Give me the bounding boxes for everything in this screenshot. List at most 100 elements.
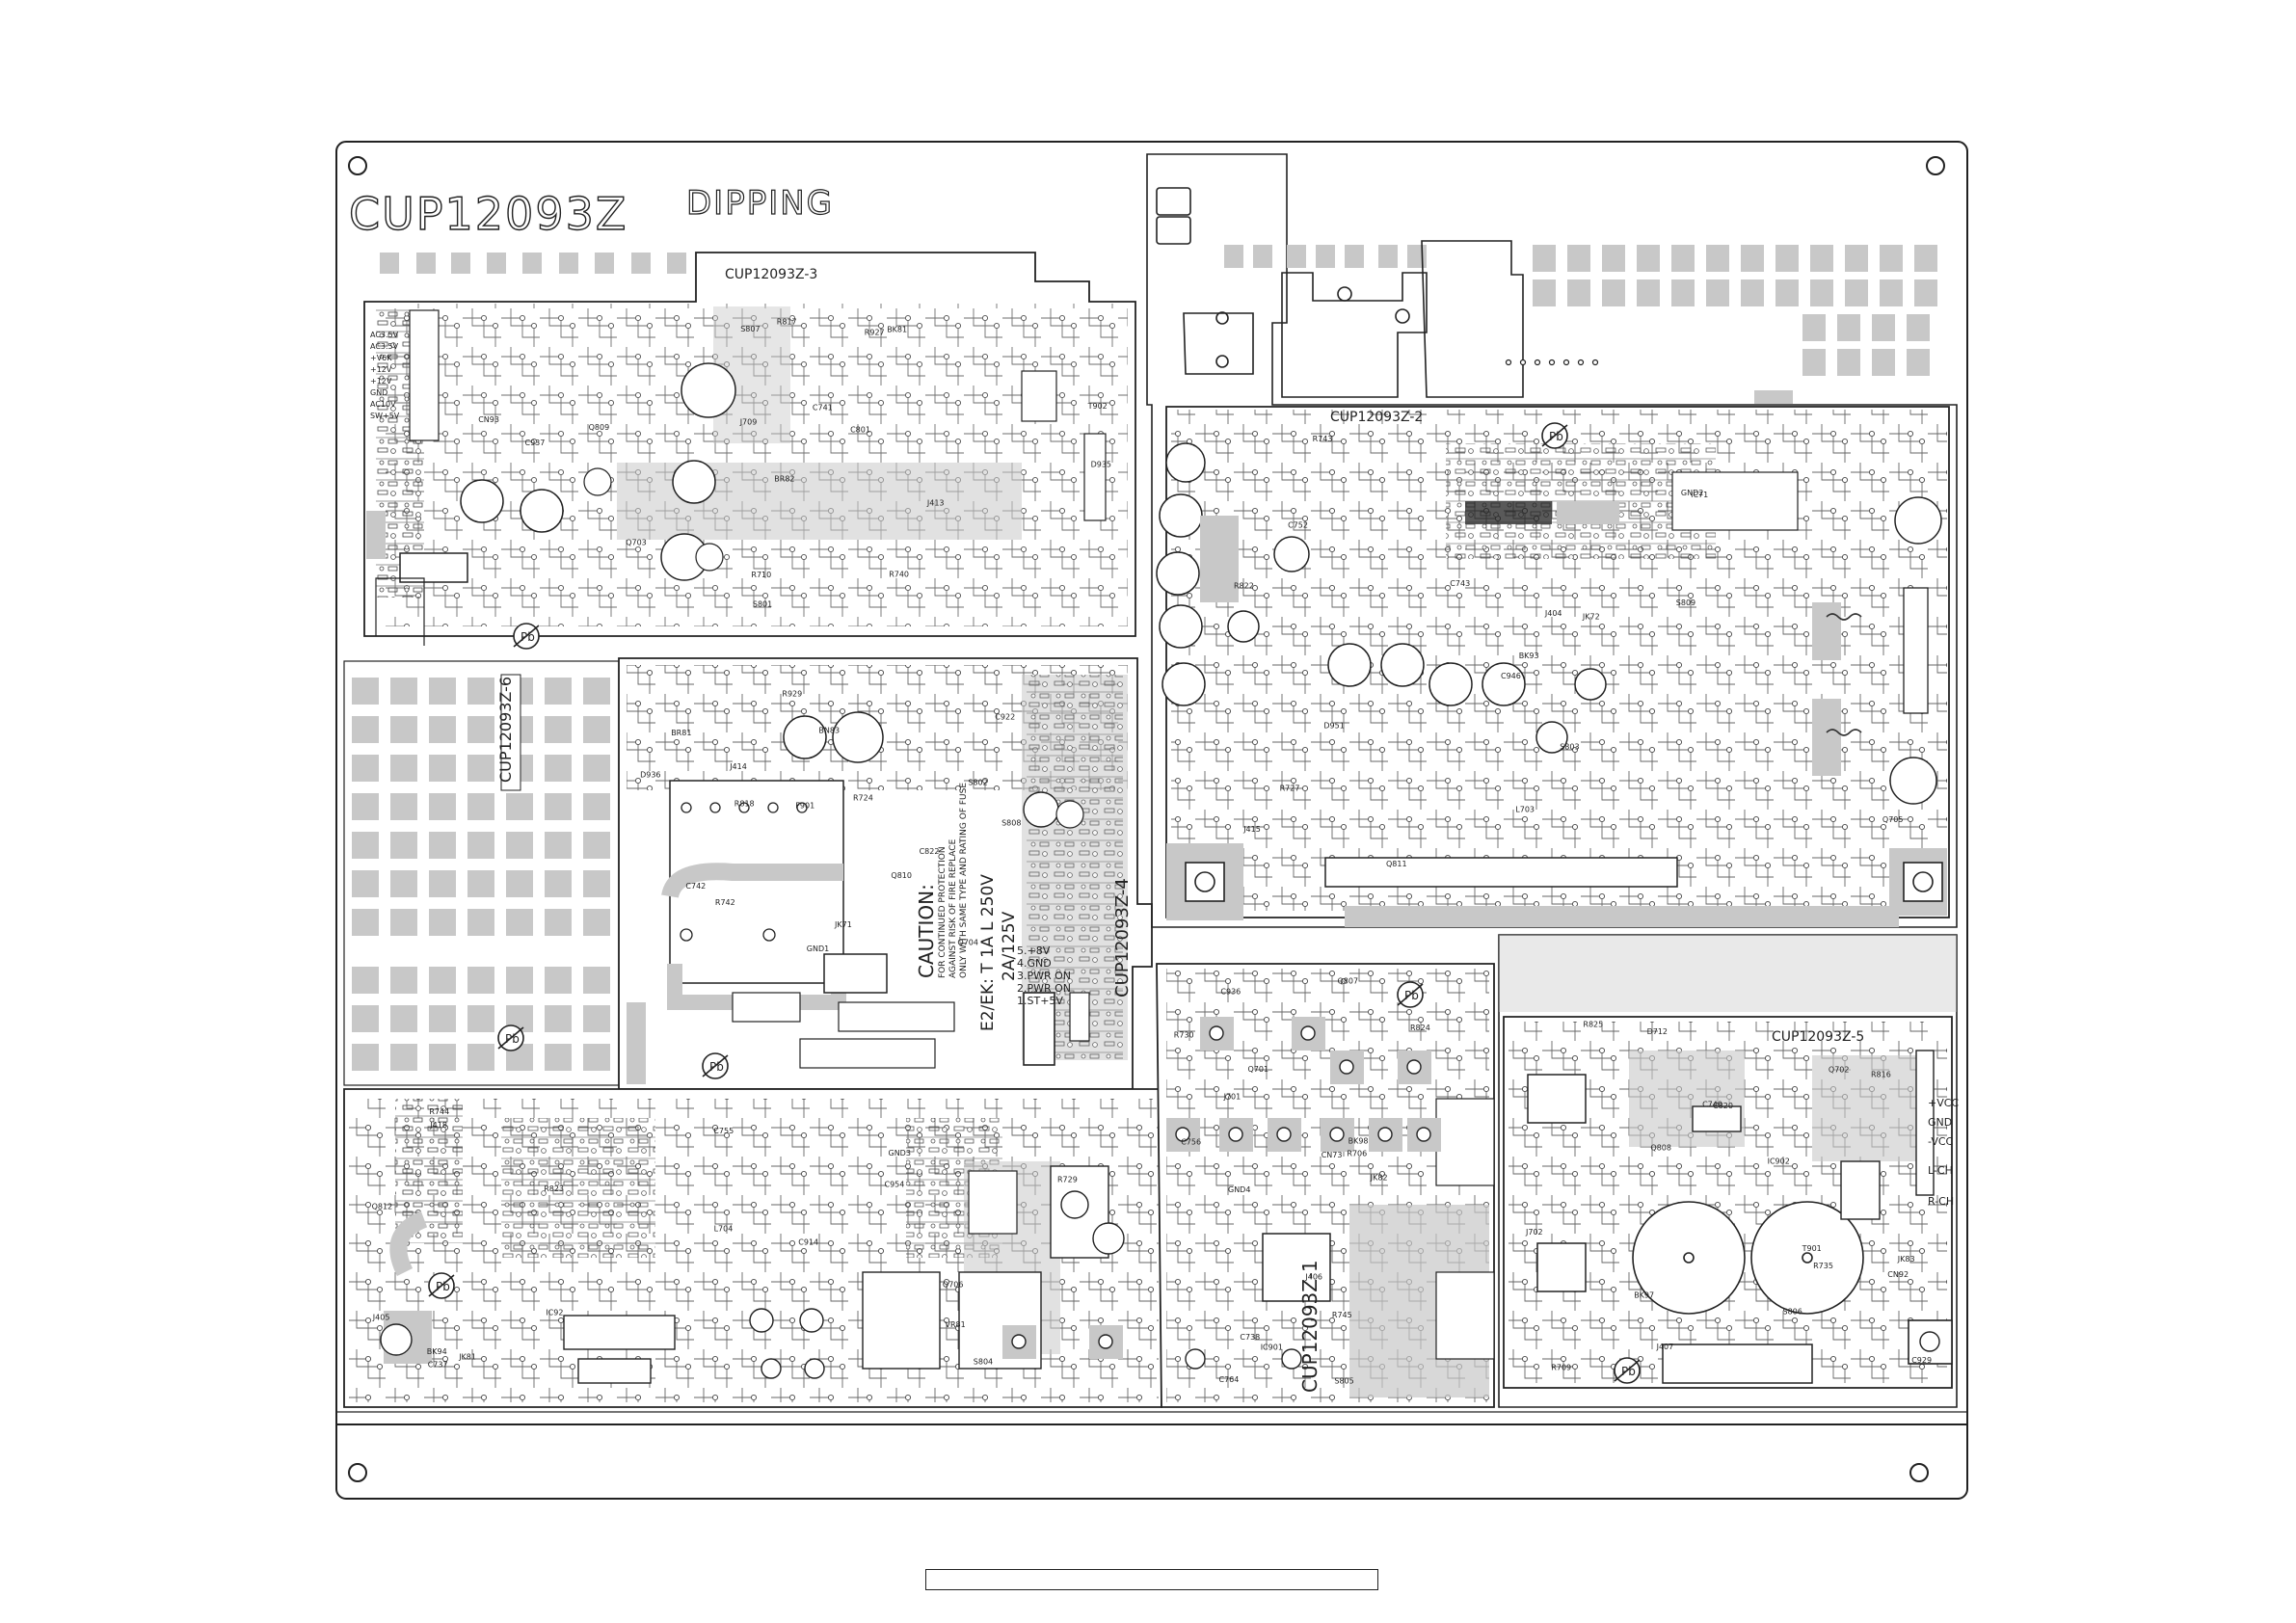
pin-label: 3.PWR ON [1017, 970, 1071, 982]
part-designator: Q808 [1650, 1144, 1671, 1153]
part-designator: J702 [1525, 1228, 1543, 1237]
part-designator: GND2 [1681, 489, 1703, 497]
part-designator: J418 [429, 1121, 447, 1130]
fuse-rating-2: 2A/125V [1000, 911, 1019, 981]
part-designator: D936 [640, 771, 660, 780]
part-designator: S801 [753, 600, 772, 609]
part-designator: Q701 [1248, 1065, 1269, 1074]
part-designator: C752 [1288, 521, 1308, 530]
part-designator: IC71 [1691, 491, 1708, 499]
part-designator: R735 [1813, 1262, 1833, 1270]
part-designator: R724 [853, 794, 873, 803]
part-designator: D951 [1323, 722, 1344, 731]
part-designator: J405 [372, 1313, 390, 1321]
lead-free-label: Pb [1549, 430, 1563, 443]
part-designator: R710 [751, 571, 771, 579]
part-designator: C740 [1702, 1101, 1722, 1109]
part-designator: R929 [782, 690, 802, 699]
part-designator: R727 [1280, 785, 1300, 793]
terminal-label: R-CH [1928, 1195, 1954, 1208]
part-designator: JK81 [458, 1353, 476, 1362]
lead-free-label: Pb [1404, 989, 1419, 1002]
part-designator: BK98 [1348, 1137, 1369, 1146]
part-designator: C946 [1501, 672, 1521, 680]
part-designator: C937 [525, 439, 546, 447]
subboard-label-3: CUP12093Z-3 [725, 267, 817, 282]
part-designator: R706 [1347, 1150, 1367, 1158]
part-designator: C929 [1911, 1356, 1932, 1365]
subboard-label-5: CUP12093Z-5 [1772, 1029, 1864, 1045]
connector-label: AC3.5V [370, 331, 399, 339]
part-designator: C801 [850, 426, 870, 435]
title-block [925, 1569, 1378, 1590]
subboard-4 [618, 657, 1153, 1090]
part-designator: BK81 [887, 326, 907, 334]
part-designator: R744 [429, 1107, 449, 1116]
part-designator: R743 [1313, 435, 1333, 443]
part-designator: BR81 [671, 729, 691, 737]
lead-free-label: Pb [521, 630, 535, 644]
part-designator: J709 [739, 418, 758, 427]
part-designator: JK71 [834, 920, 852, 929]
part-designator: Q706 [943, 1281, 964, 1290]
subboard-5 [1498, 934, 1958, 1408]
part-designator: R740 [889, 570, 909, 578]
connector-label: GND [370, 388, 387, 397]
part-designator: C914 [798, 1237, 818, 1246]
subboard-label-6: CUP12093Z-6 [496, 677, 515, 783]
part-designator: D712 [1647, 1027, 1668, 1036]
part-designator: C738 [1240, 1333, 1260, 1342]
part-designator: C822 [920, 847, 940, 856]
part-designator: R729 [1057, 1176, 1078, 1184]
part-designator: R824 [1410, 1024, 1430, 1032]
caution-notice: CAUTION: FOR CONTINUED PROTECTION AGAINS… [915, 783, 1019, 1031]
pin-label: 4.GND [1017, 957, 1052, 970]
part-designator: J404 [1544, 609, 1562, 618]
power-pin-legend: 5.+8V 4.GND 3.PWR ON 2.PWR ON 1.ST+5V [1017, 945, 1071, 1007]
caution-line-2: FOR CONTINUED PROTECTION [938, 846, 948, 978]
board-cutouts-top-right [1156, 187, 1524, 398]
board-model-number: CUP12093Z [349, 188, 627, 240]
lead-free-label: Pb [436, 1280, 450, 1293]
part-designator: F901 [795, 802, 814, 811]
subboard-1 [1002, 963, 1495, 1408]
connector-label: AC10V [370, 400, 396, 409]
lead-free-label: Pb [709, 1060, 724, 1074]
part-designator: R823 [544, 1184, 564, 1193]
part-designator: J413 [926, 499, 945, 508]
part-designator: Q812 [372, 1202, 393, 1211]
part-designator: T902 [1087, 402, 1108, 411]
part-designator: R816 [1871, 1070, 1891, 1078]
pin-label: 5.+8V [1017, 945, 1051, 957]
caution-title: CAUTION: [915, 884, 938, 978]
part-designator: R822 [1234, 582, 1254, 591]
part-designator: S804 [974, 1357, 993, 1366]
part-designator: S802 [968, 779, 987, 787]
caution-line-3: AGAINST RISK OF FIRE REPLACE [948, 838, 958, 978]
mounting-holes [348, 156, 1945, 1482]
connector-label: +12V [370, 365, 392, 374]
part-designator: Q811 [1386, 860, 1407, 868]
part-designator: R709 [1551, 1364, 1571, 1372]
lead-free-label: Pb [505, 1032, 520, 1046]
part-designator: Q705 [1882, 815, 1904, 824]
connector-label: +12V [370, 377, 392, 386]
part-designator: C742 [685, 882, 706, 891]
terminal-label: L-CH [1928, 1164, 1953, 1177]
part-designator: R825 [1583, 1020, 1603, 1028]
subboard-label-4: CUP12093Z-4 [1112, 878, 1133, 998]
part-designator: R745 [1332, 1311, 1352, 1319]
part-designator: JK72 [1582, 612, 1600, 621]
part-designator: S809 [1676, 599, 1695, 607]
part-designator: BK94 [427, 1347, 447, 1356]
part-designator: C764 [1219, 1375, 1240, 1384]
terminal-labels: +VCC GND -VCC L-CH R-CH [1928, 1097, 1959, 1208]
part-designator: C743 [1450, 579, 1470, 588]
part-designator: S808 [1001, 819, 1021, 828]
part-designator: C954 [885, 1180, 905, 1188]
pad-grid-left [343, 660, 620, 1086]
part-designator: BK93 [1519, 652, 1539, 660]
part-designator: Q810 [891, 871, 912, 880]
part-designator: C737 [428, 1361, 448, 1370]
part-designator: IC92 [546, 1309, 563, 1317]
